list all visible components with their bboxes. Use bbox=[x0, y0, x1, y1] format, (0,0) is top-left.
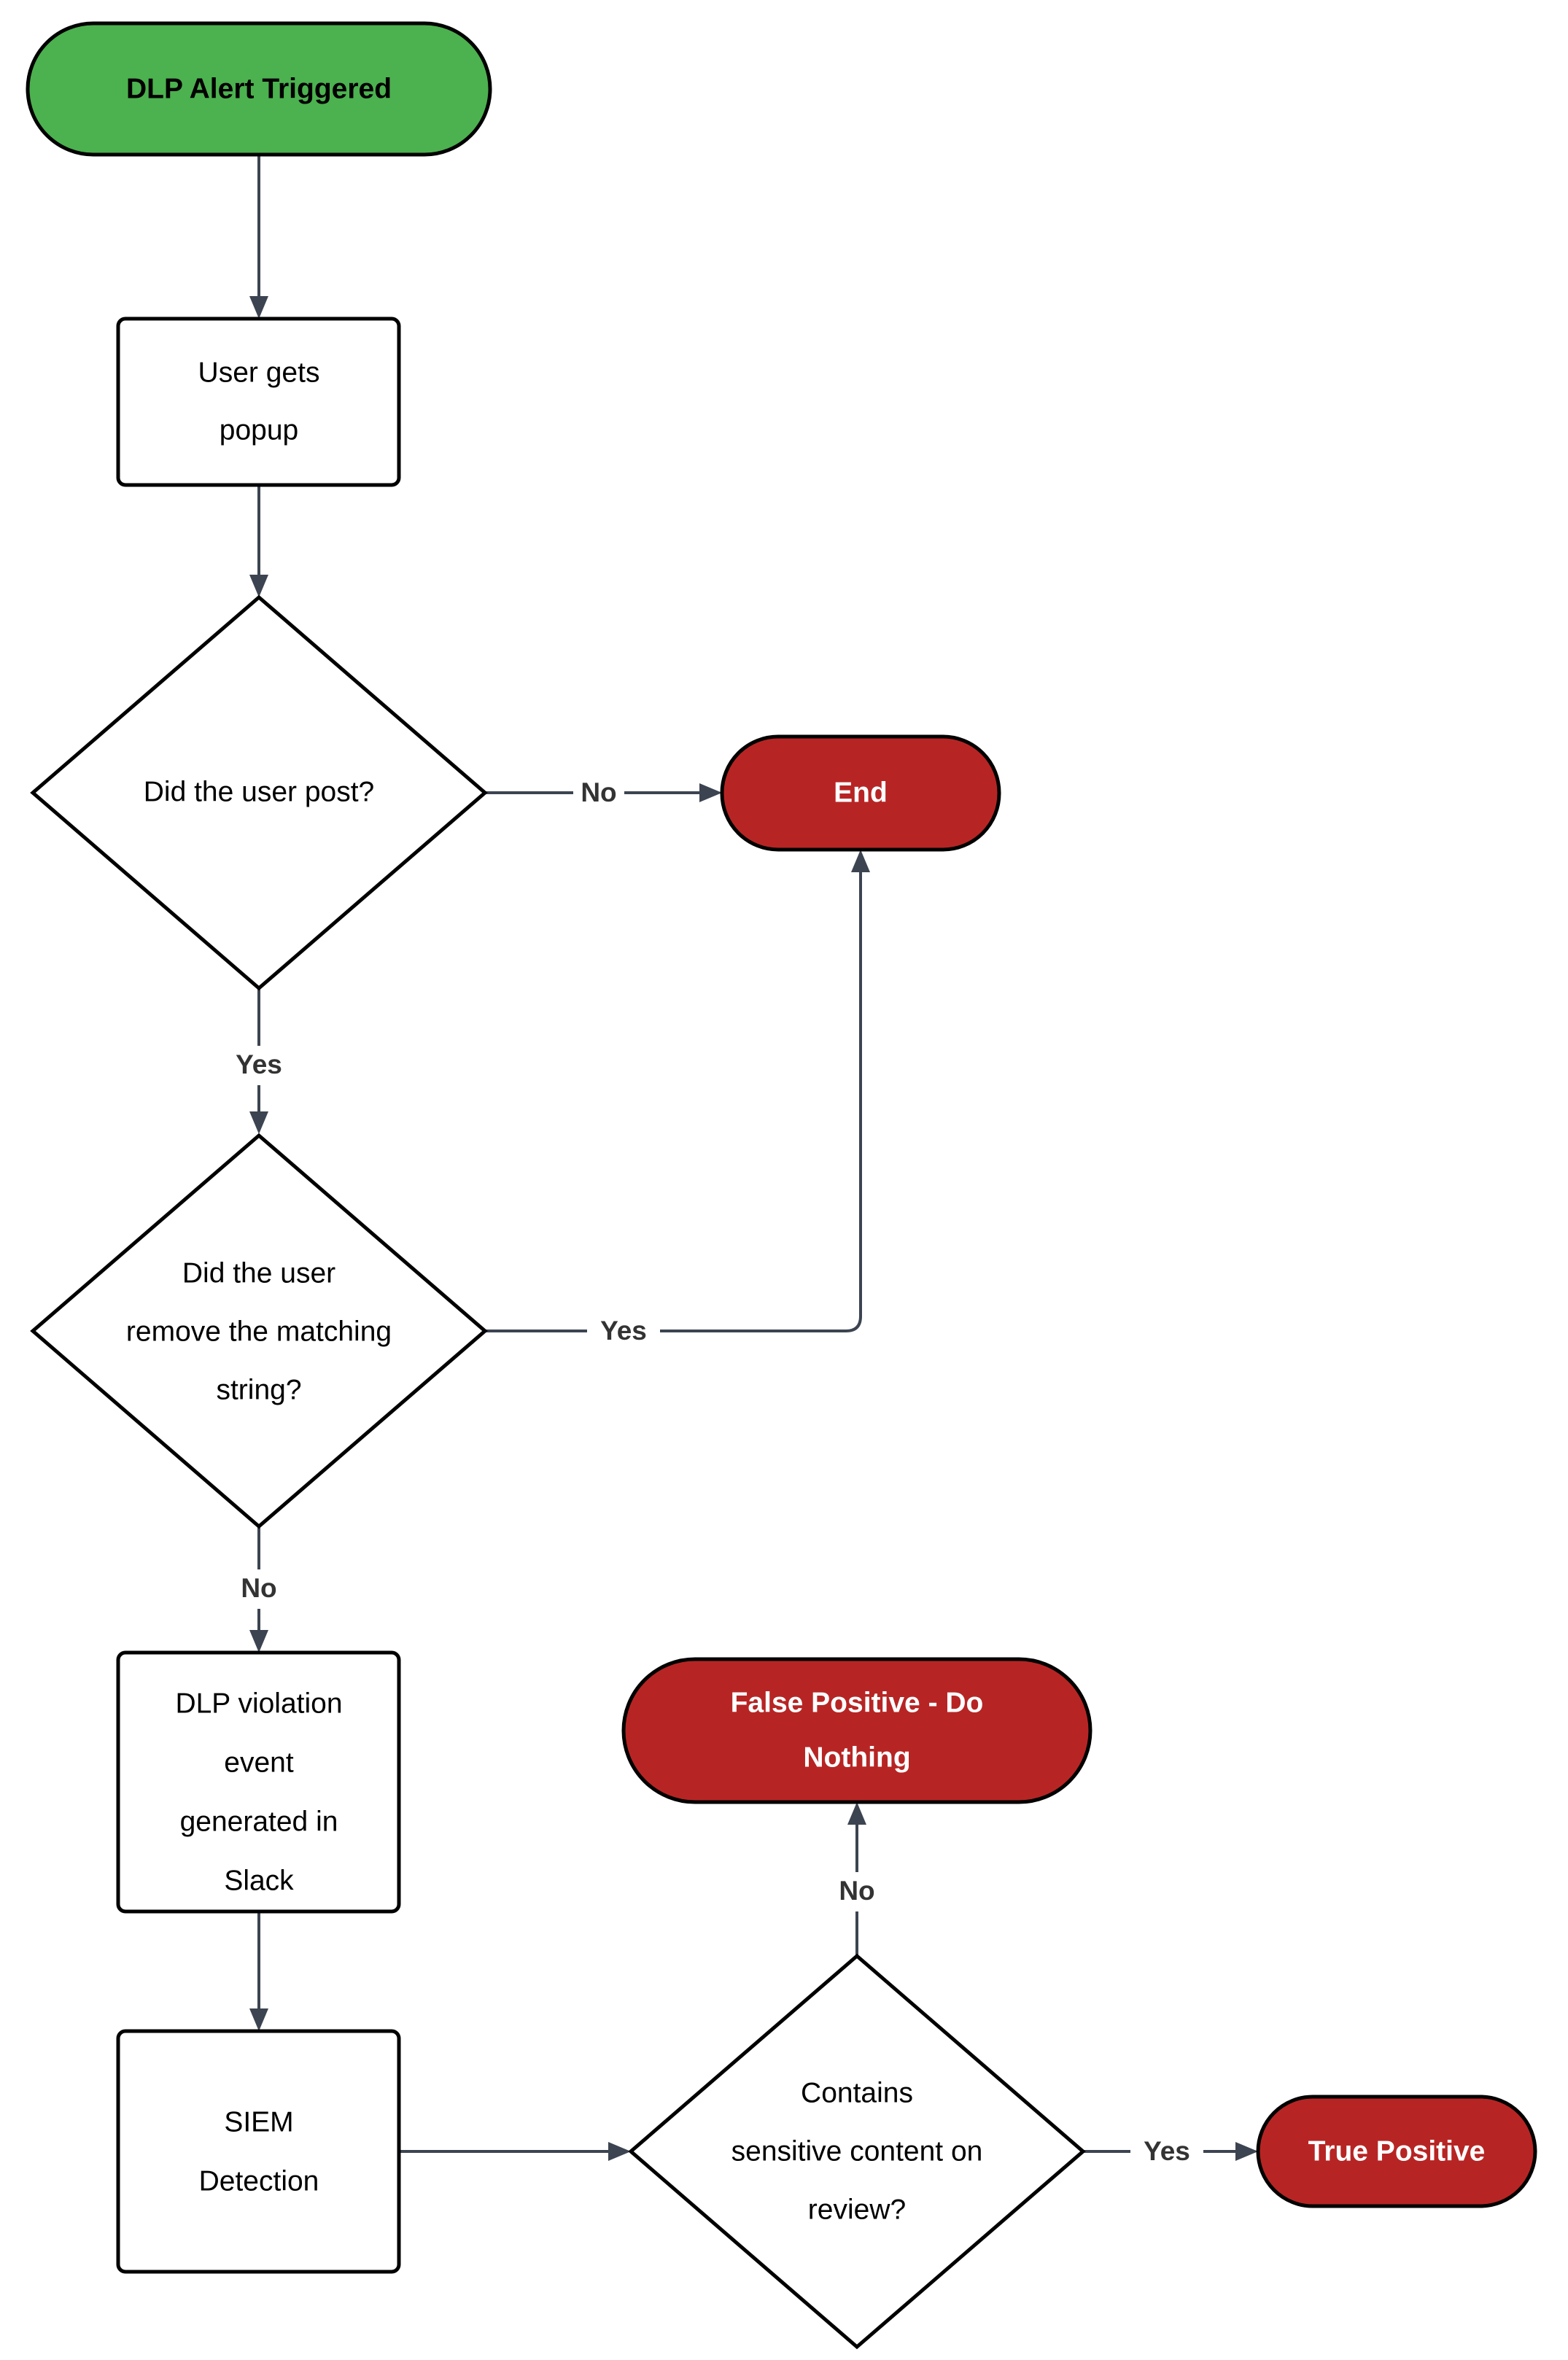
node-decision-did-the-user-post[interactable]: Did the user post? bbox=[30, 594, 488, 991]
node-label-line-1: SIEM bbox=[224, 2106, 293, 2138]
node-layer: DLP Alert Triggered User gets popup Did … bbox=[26, 21, 1537, 2350]
edge-removed-string-to-dlp-event: No bbox=[226, 1526, 292, 1653]
node-shape[interactable] bbox=[1256, 2095, 1537, 2208]
node-shape[interactable] bbox=[116, 1650, 401, 1914]
node-shape[interactable] bbox=[621, 1657, 1092, 1804]
node-process-siem-detection[interactable]: SIEM Detection bbox=[116, 2029, 401, 2274]
edge-did-post-to-end: No bbox=[485, 774, 722, 812]
node-label-line-3: review? bbox=[808, 2194, 906, 2225]
node-label-line-2: popup bbox=[220, 414, 298, 446]
node-shape[interactable] bbox=[116, 317, 401, 487]
arrowhead-icon bbox=[1235, 2142, 1258, 2161]
arrowhead-icon bbox=[847, 1802, 866, 1825]
node-label-line-3: string? bbox=[216, 1374, 301, 1405]
node-label-line-2: Detection bbox=[199, 2165, 319, 2197]
arrowhead-icon bbox=[249, 1111, 268, 1134]
edge-did-post-to-removed-string: Yes bbox=[222, 988, 295, 1134]
node-label-line-1: DLP violation bbox=[175, 1688, 342, 1719]
arrowhead-icon bbox=[249, 575, 268, 597]
edge-siem-to-sensitive bbox=[400, 2142, 631, 2161]
node-label-start: DLP Alert Triggered bbox=[126, 73, 392, 104]
node-start-dlp-alert-triggered[interactable]: DLP Alert Triggered bbox=[26, 21, 492, 157]
edge-label-yes-removed-string: Yes bbox=[600, 1316, 647, 1346]
node-terminal-false-positive-do-nothing[interactable]: False Positive - Do Nothing bbox=[621, 1657, 1092, 1804]
node-shape[interactable] bbox=[116, 2029, 401, 2274]
edge-label-backdrop bbox=[573, 774, 624, 812]
node-shape[interactable] bbox=[720, 734, 1001, 852]
node-label-line-2: sensitive content on bbox=[731, 2135, 983, 2167]
arrowhead-icon bbox=[249, 2008, 268, 2031]
node-label-line-1: Did the user bbox=[182, 1257, 335, 1289]
node-label-line-4: Slack bbox=[224, 1865, 294, 1896]
arrowhead-icon bbox=[851, 850, 870, 872]
node-label-line-1: Contains bbox=[801, 2077, 913, 2108]
node-label-line-2: event bbox=[224, 1747, 294, 1778]
edge-label-no-sensitive: No bbox=[839, 1876, 874, 1906]
node-decision-contains-sensitive-content-on-review[interactable]: Contains sensitive content on review? bbox=[628, 1953, 1086, 2350]
node-label-end: End bbox=[834, 777, 888, 808]
node-shape[interactable] bbox=[30, 1133, 488, 1529]
edge-label-no-did-post: No bbox=[581, 777, 616, 807]
node-label-line-2: Nothing bbox=[803, 1742, 910, 1773]
node-process-user-gets-popup[interactable]: User gets popup bbox=[116, 317, 401, 487]
edge-line bbox=[485, 865, 862, 1332]
node-label-line-3: generated in bbox=[180, 1806, 338, 1837]
edge-label-yes-sensitive: Yes bbox=[1144, 2136, 1190, 2166]
node-label-line-1: User gets bbox=[198, 357, 320, 388]
edge-label-yes-did-post: Yes bbox=[236, 1049, 282, 1079]
node-process-dlp-violation-event-generated-in-slack[interactable]: DLP violation event generated in Slack bbox=[116, 1650, 401, 1914]
node-terminal-end[interactable]: End bbox=[720, 734, 1001, 852]
arrowhead-icon bbox=[699, 783, 722, 802]
node-label-line-1: Did the user post? bbox=[144, 776, 375, 807]
edge-start-to-popup bbox=[249, 155, 268, 319]
node-label-true-positive: True Positive bbox=[1308, 2135, 1486, 2167]
edge-sensitive-to-false-positive: No bbox=[824, 1802, 890, 1956]
edge-sensitive-to-true-positive: Yes bbox=[1083, 2132, 1258, 2172]
node-decision-did-the-user-remove-the-matching-string[interactable]: Did the user remove the matching string? bbox=[30, 1133, 488, 1529]
edge-removed-string-to-end: Yes bbox=[485, 850, 870, 1351]
edge-dlp-event-to-siem bbox=[249, 1911, 268, 2031]
edge-label-backdrop bbox=[587, 1312, 660, 1351]
node-shape[interactable] bbox=[26, 21, 492, 157]
arrowhead-icon bbox=[608, 2142, 631, 2161]
edge-popup-to-did-post bbox=[249, 485, 268, 597]
edge-label-backdrop bbox=[226, 1569, 292, 1609]
edge-label-backdrop bbox=[1130, 2132, 1203, 2172]
edge-label-no-removed-string: No bbox=[241, 1573, 276, 1603]
arrowhead-icon bbox=[249, 1630, 268, 1653]
edge-label-backdrop bbox=[222, 1046, 295, 1085]
node-shape[interactable] bbox=[30, 594, 488, 991]
node-label-line-1: False Positive - Do bbox=[731, 1687, 984, 1718]
edge-label-backdrop bbox=[824, 1872, 890, 1911]
arrowhead-icon bbox=[249, 296, 268, 319]
edge-layer: No Yes Yes No bbox=[222, 155, 1258, 2172]
node-label-line-2: remove the matching bbox=[126, 1316, 392, 1347]
node-terminal-true-positive[interactable]: True Positive bbox=[1256, 2095, 1537, 2208]
node-shape[interactable] bbox=[628, 1953, 1086, 2350]
